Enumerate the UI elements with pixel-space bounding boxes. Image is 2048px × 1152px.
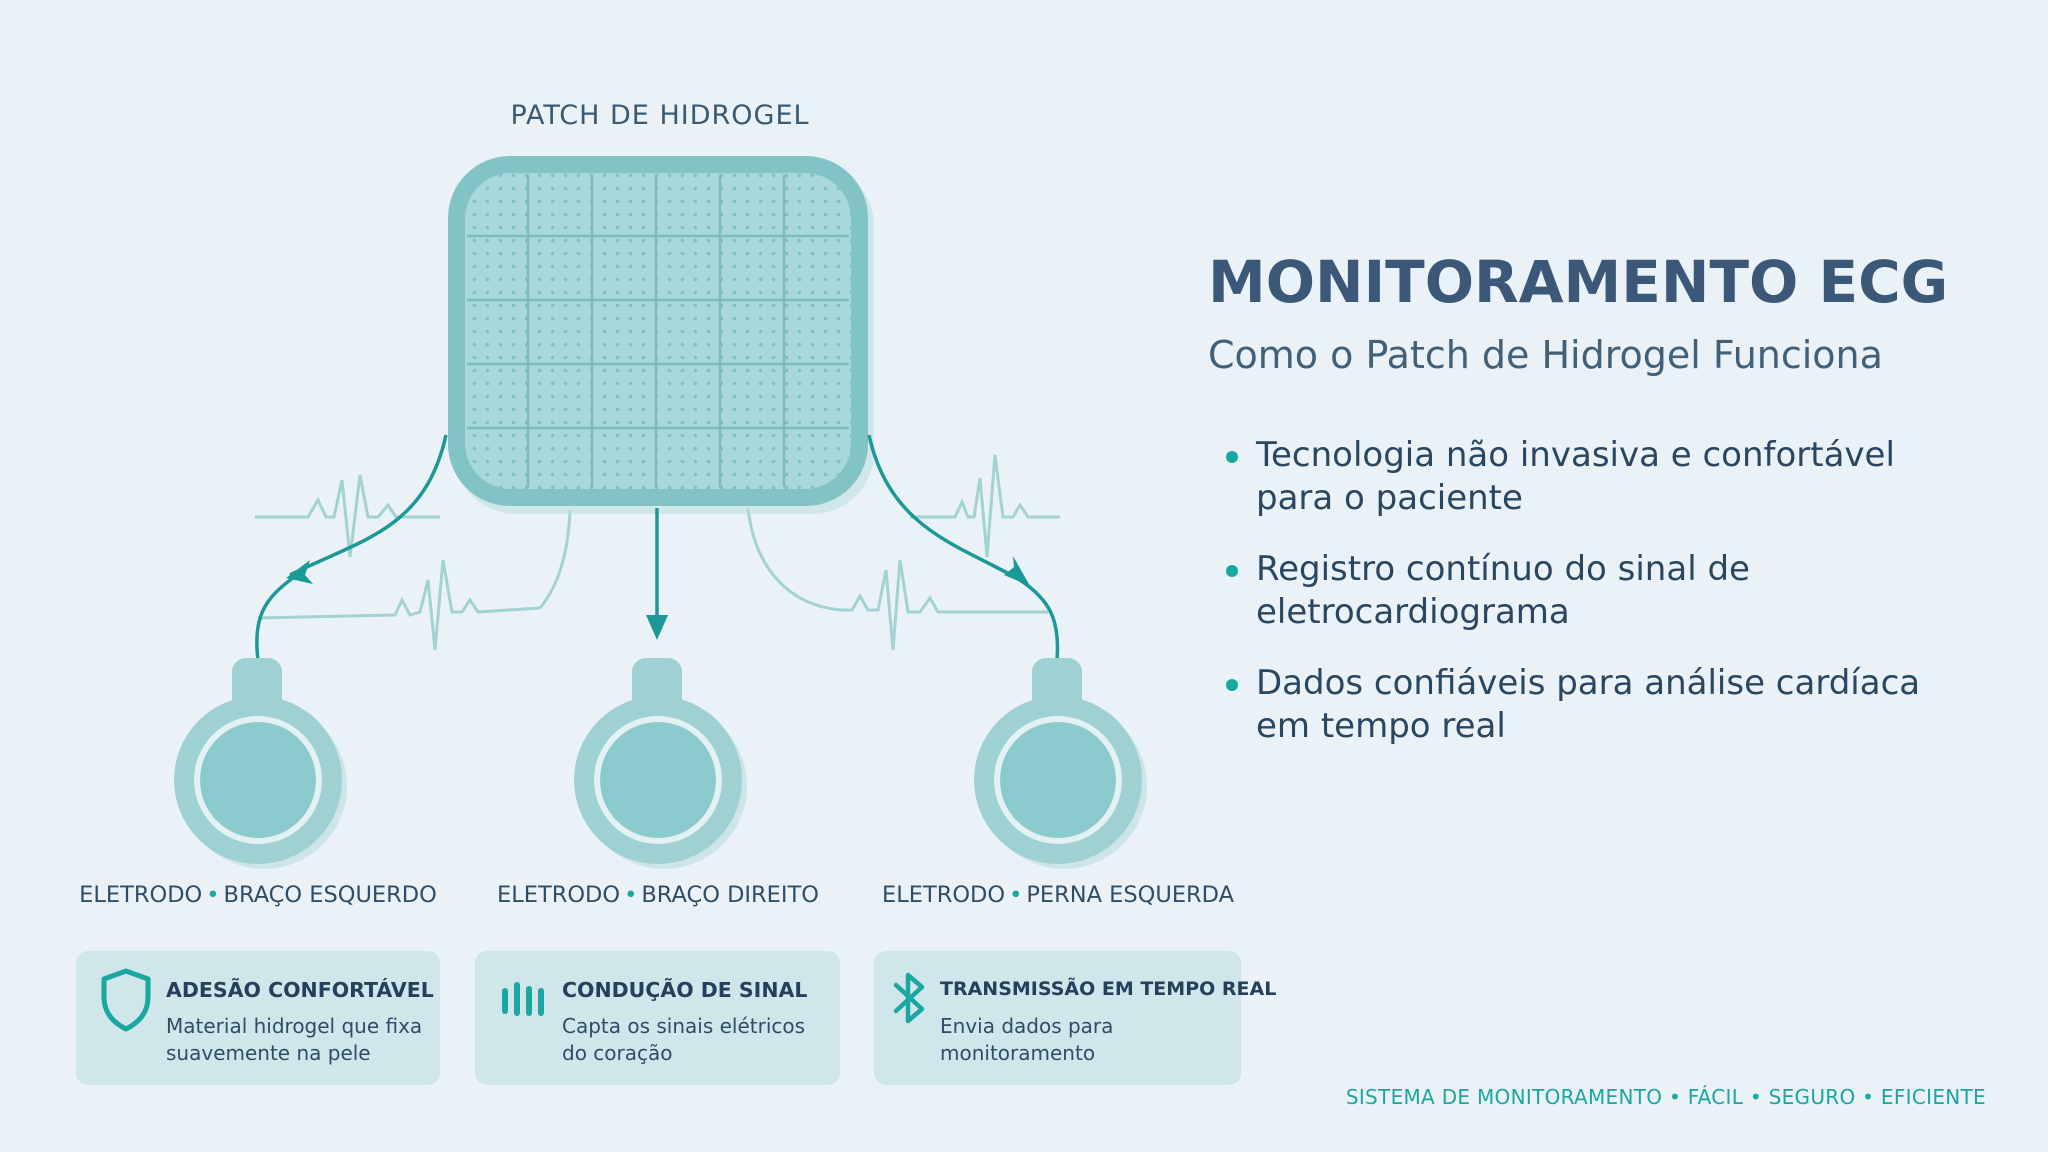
electrode-label-left-leg: ELETRODO•PERNA ESQUERDA	[858, 882, 1258, 908]
separator-dot: •	[206, 882, 220, 908]
electrode-label-word: ELETRODO	[79, 882, 203, 908]
card-description: Material hidrogel que fixa suavemente na…	[166, 1013, 422, 1067]
electrode-label-right-arm: ELETRODO•BRAÇO DIREITO	[458, 882, 858, 908]
card-description: Capta os sinais elétricos do coração	[562, 1013, 805, 1067]
footer-tagline: SISTEMA DE MONITORAMENTO • FÁCIL • SEGUR…	[1345, 1085, 1986, 1109]
ecg-wave-center-left	[257, 509, 572, 651]
electrode-label-left-arm: ELETRODO•BRAÇO ESQUERDO	[58, 882, 458, 908]
signal-bars-icon	[502, 982, 544, 1016]
list-item: Dados confiáveis para análise cardíaca e…	[1222, 662, 1982, 748]
card-title: CONDUÇÃO DE SINAL	[562, 978, 808, 1002]
lead-wires	[255, 434, 1060, 661]
ecg-wave-right	[910, 454, 1060, 558]
feature-card-transmission: TRANSMISSÃO EM TEMPO REAL Envia dados pa…	[874, 951, 1276, 1085]
ecg-wave-left	[255, 474, 440, 558]
page-title: MONITORAMENTO ECG	[1208, 248, 1949, 316]
electrode-label-place: PERNA ESQUERDA	[1026, 882, 1235, 908]
card-description-line: Envia dados para	[940, 1014, 1114, 1038]
list-item-line: eletrocardiograma	[1256, 592, 1570, 632]
separator-dot: •	[624, 882, 638, 908]
electrode-left-leg	[974, 658, 1147, 869]
benefits-list: Tecnologia não invasiva e confortável pa…	[1222, 434, 1982, 776]
shield-icon	[101, 968, 151, 1032]
list-item: Registro contínuo do sinal de eletrocard…	[1222, 548, 1982, 634]
electrode-right-arm	[574, 658, 747, 869]
card-description-line: do coração	[562, 1041, 673, 1065]
feature-card-adhesion: ADESÃO CONFORTÁVEL Material hidrogel que…	[76, 951, 440, 1085]
list-item-line: em tempo real	[1256, 706, 1506, 746]
list-item: Tecnologia não invasiva e confortável pa…	[1222, 434, 1982, 520]
card-description-line: monitoramento	[940, 1041, 1096, 1065]
bluetooth-icon	[893, 972, 925, 1024]
list-item-line: Dados confiáveis para análise cardíaca	[1256, 663, 1921, 703]
list-item-line: Tecnologia não invasiva e confortável	[1256, 435, 1895, 475]
card-title: ADESÃO CONFORTÁVEL	[166, 978, 434, 1002]
card-description-line: Capta os sinais elétricos	[562, 1014, 806, 1038]
electrode-label-place: BRAÇO DIREITO	[641, 882, 819, 908]
electrode-label-word: ELETRODO	[881, 882, 1006, 908]
feature-card-signal: CONDUÇÃO DE SINAL Capta os sinais elétri…	[475, 951, 840, 1085]
ecg-wave-center-right	[746, 507, 1048, 651]
hydrogel-patch	[448, 156, 874, 514]
electrode-label-word: ELETRODO	[496, 882, 621, 908]
card-description: Envia dados para monitoramento	[940, 1013, 1113, 1067]
electrode-label-place: BRAÇO ESQUERDO	[223, 882, 437, 908]
patch-grid	[467, 175, 849, 487]
card-description-line: Material hidrogel que fixa	[166, 1014, 423, 1038]
card-title: TRANSMISSÃO EM TEMPO REAL	[940, 978, 1277, 1000]
page-subtitle: Como o Patch de Hidrogel Funciona	[1208, 333, 1883, 377]
lead-arrowheads	[286, 556, 1030, 640]
list-item-line: Registro contínuo do sinal de	[1256, 549, 1750, 589]
card-description-line: suavemente na pele	[166, 1041, 371, 1065]
electrode-left-arm	[174, 658, 347, 869]
separator-dot: •	[1009, 882, 1023, 908]
list-item-line: para o paciente	[1256, 478, 1523, 518]
patch-title: PATCH DE HIDROGEL	[510, 100, 810, 131]
